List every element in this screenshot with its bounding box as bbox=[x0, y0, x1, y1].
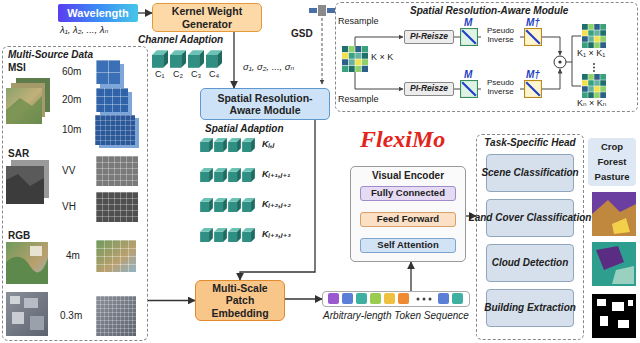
brand-title: FlexiMo bbox=[360, 126, 445, 152]
step-label: Pseudo Inverse bbox=[481, 27, 520, 45]
channel-label: C₄ bbox=[209, 70, 219, 80]
node-text: Arbitrary-length Token Sequence bbox=[313, 310, 479, 321]
resolution-module-figure bbox=[342, 24, 606, 98]
node-text: PI-Reisze bbox=[410, 84, 448, 94]
task-box: Building Extraction bbox=[486, 289, 574, 327]
node-text: Cloud Detection bbox=[492, 257, 569, 269]
node-text: Spatial Resolution-Aware Module bbox=[410, 5, 632, 16]
satellite-icon bbox=[309, 5, 335, 84]
class-label: Pasture bbox=[588, 172, 636, 182]
connector-arrow bbox=[285, 298, 322, 299]
connector-arrow bbox=[138, 12, 152, 13]
task-box: Land Cover Classification bbox=[486, 199, 574, 237]
node-text: Feed Forward bbox=[377, 214, 439, 225]
kernel-label: Kᵢ₊₁,ⱼ₊₁ bbox=[262, 170, 290, 180]
section-caption: Channel Adaption bbox=[138, 34, 223, 45]
node-text: Task-Specific Head bbox=[482, 137, 578, 148]
node-text: Kernel Weight Generator bbox=[156, 5, 258, 29]
source-label: MSI bbox=[8, 62, 26, 73]
kernel-label: Kᵢ,ⱼ bbox=[262, 140, 275, 150]
source-label: SAR bbox=[8, 148, 29, 159]
matrix-label: M bbox=[464, 17, 472, 28]
channel-label: C₂ bbox=[173, 70, 183, 80]
spatial-kernels bbox=[200, 138, 255, 242]
channel-label: C₃ bbox=[191, 70, 201, 80]
matrix-label: M bbox=[464, 69, 472, 80]
class-label: Crop bbox=[588, 142, 636, 152]
node-text: PI-Reisze bbox=[410, 32, 448, 42]
matrix-label: M† bbox=[526, 17, 540, 28]
layer-box: Self Attention bbox=[360, 238, 456, 253]
resolution-label: 10m bbox=[62, 124, 81, 135]
step-label: Resample bbox=[338, 95, 379, 105]
rgb-imagery bbox=[6, 240, 136, 336]
gsd-label: GSD bbox=[291, 28, 313, 39]
process-box: Multi-Scale Patch Embedding bbox=[195, 280, 285, 321]
result-maps bbox=[588, 138, 636, 338]
class-label: Forest bbox=[588, 157, 636, 167]
node-text: Fully Connected bbox=[371, 188, 445, 199]
wavelength-list: λ₁, λ₂, ..., λₙ bbox=[60, 25, 108, 35]
matrix-label: Kₙ × Kₙ bbox=[577, 99, 606, 109]
node-text: Self Attention bbox=[377, 240, 438, 251]
node-text: Land Cover Classification bbox=[469, 212, 592, 224]
process-box: Spatial Resolution-Aware Module bbox=[200, 88, 330, 120]
resolution-label: 60m bbox=[62, 66, 81, 77]
node-text: Scene Classification bbox=[481, 167, 578, 179]
source-panel: Multi-Source Data bbox=[2, 46, 148, 341]
resolution-label: 4m bbox=[66, 250, 80, 261]
resize-box: PI-Reisze bbox=[404, 30, 454, 44]
msi-imagery bbox=[6, 60, 139, 148]
node-text: Wavelength bbox=[67, 7, 128, 20]
source-label: RGB bbox=[8, 230, 30, 241]
matrix-label: K × K bbox=[371, 53, 393, 63]
task-box: Cloud Detection bbox=[486, 244, 574, 282]
layer-box: Fully Connected bbox=[360, 186, 456, 201]
node-text: Visual Encoder bbox=[351, 170, 465, 181]
step-label: Pseudo Inverse bbox=[481, 79, 520, 97]
encoder-box: Visual EncoderSelf Attention Feed Forward… bbox=[350, 166, 466, 262]
band-label: VH bbox=[62, 201, 76, 212]
step-label: Resample bbox=[338, 17, 379, 27]
channel-label: C₁ bbox=[155, 70, 165, 80]
connector-arrow bbox=[410, 262, 411, 291]
kernel-label: Kᵢ₊₃,ⱼ₊₃ bbox=[262, 230, 291, 240]
connector-arrow bbox=[233, 32, 234, 88]
head-panel: Task-Specific HeadScene ClassificationLa… bbox=[476, 134, 584, 340]
node-text: Building Extraction bbox=[484, 302, 576, 314]
kernel-label: Kᵢ₊₂,ⱼ₊₂ bbox=[262, 200, 291, 210]
task-box: Scene Classification bbox=[486, 154, 574, 192]
band-label: VV bbox=[62, 165, 75, 176]
sar-imagery bbox=[6, 156, 138, 222]
process-box: Kernel Weight Generator bbox=[152, 3, 262, 32]
token-sequence bbox=[328, 293, 463, 304]
node-text: Multi-Scale Patch Embedding bbox=[199, 282, 281, 318]
wavelength-bar: Wavelength bbox=[58, 4, 138, 22]
layer-box: Feed Forward bbox=[360, 212, 456, 227]
connector-arrow bbox=[148, 300, 195, 301]
node-text: Multi-Source Data bbox=[8, 49, 142, 60]
resize-box: PI-Reisze bbox=[404, 82, 454, 96]
matrix-label: M† bbox=[526, 69, 540, 80]
connector-arrow bbox=[240, 120, 315, 280]
gsd-list: σ₁, σ₂, ..., σₙ bbox=[243, 62, 294, 72]
matrix-label: K₁ × K₁ bbox=[577, 49, 605, 59]
resolution-label: 0.3m bbox=[60, 310, 82, 321]
channel-kernels bbox=[152, 50, 222, 68]
resolution-label: 20m bbox=[62, 94, 81, 105]
node-text: Spatial Resolution-Aware Module bbox=[204, 92, 326, 116]
section-caption: Spatial Adaption bbox=[205, 123, 284, 134]
token-strip: Arbitrary-length Token Sequence bbox=[322, 291, 470, 307]
